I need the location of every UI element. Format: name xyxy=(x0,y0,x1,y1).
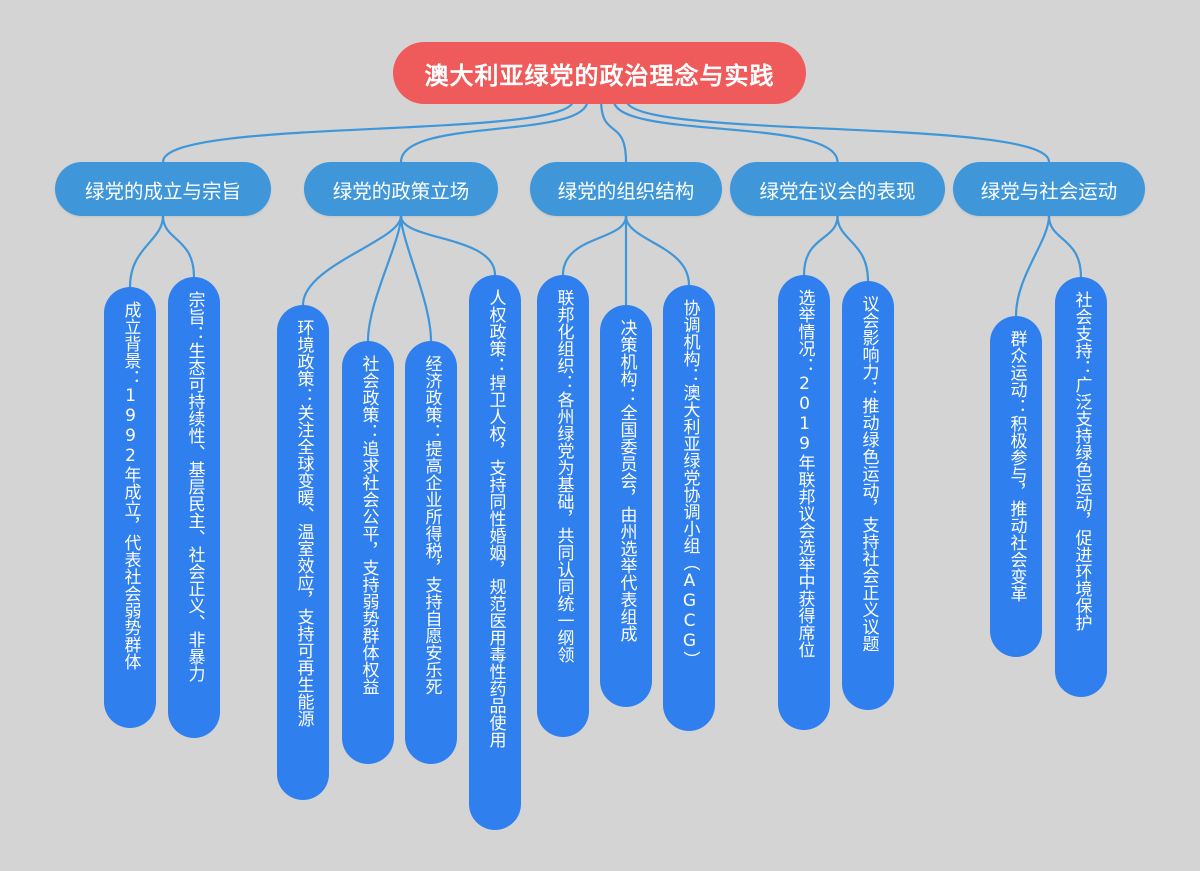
branch-policy-positions[interactable]: 绿党的政策立场 xyxy=(304,162,498,216)
root-to-branch-connector xyxy=(161,98,575,164)
leaf-text: 决策机构：全国委员会，由州选举代表组成 xyxy=(616,319,637,642)
leaf-text: 选举情况：2019年联邦议会选举中获得席位 xyxy=(794,289,815,658)
leaf-text: 宗旨：生态可持续性、基层民主、社会正义、非暴力 xyxy=(184,291,205,682)
leaf-decision-body[interactable]: 决策机构：全国委员会，由州选举代表组成 xyxy=(600,305,652,707)
root-to-branch-connector xyxy=(399,98,589,164)
branch-to-leaf-connector xyxy=(561,214,628,277)
branch-social-movements[interactable]: 绿党与社会运动 xyxy=(953,162,1145,216)
root-to-branch-connector xyxy=(612,98,839,164)
branch-label: 绿党的成立与宗旨 xyxy=(84,179,241,203)
leaf-social-policy[interactable]: 社会政策：追求社会公平，支持弱势群体权益 xyxy=(342,341,394,764)
branch-label: 绿党与社会运动 xyxy=(980,179,1118,203)
leaf-text: 议会影响力：推动绿色运动，支持社会正义议题 xyxy=(858,295,879,652)
branch-to-leaf-connector xyxy=(366,214,403,343)
branch-to-leaf-connector xyxy=(1014,214,1051,318)
branch-organization-structure[interactable]: 绿党的组织结构 xyxy=(530,162,722,216)
leaf-coordination-body[interactable]: 协调机构：澳大利亚绿党协调小组（AGCG） xyxy=(663,285,715,731)
branch-parliament-performance[interactable]: 绿党在议会的表现 xyxy=(730,162,945,216)
leaf-text: 联邦化组织：各州绿党为基础，共同认同统一纲领 xyxy=(553,289,574,663)
branch-label: 绿党的政策立场 xyxy=(332,179,470,203)
leaf-human-rights-policy[interactable]: 人权政策：捍卫人权，支持同性婚姻，规范医用毒性药品使用 xyxy=(469,275,521,830)
branch-to-leaf-connector xyxy=(399,214,497,277)
branch-to-leaf-connector xyxy=(161,214,196,279)
branch-to-leaf-connector xyxy=(128,214,165,289)
leaf-text: 群众运动：积极参与，推动社会变革 xyxy=(1006,330,1027,602)
branch-to-leaf-connector xyxy=(802,214,839,277)
branch-to-leaf-connector xyxy=(1047,214,1083,279)
branch-to-leaf-connector xyxy=(624,214,691,287)
leaf-federal-organization[interactable]: 联邦化组织：各州绿党为基础，共同认同统一纲领 xyxy=(537,275,589,737)
branch-founding-and-purpose[interactable]: 绿党的成立与宗旨 xyxy=(55,162,271,216)
leaf-economic-policy[interactable]: 经济政策：提高企业所得税，支持自愿安乐死 xyxy=(405,341,457,764)
branch-to-leaf-connector xyxy=(301,214,403,307)
leaf-text: 人权政策：捍卫人权，支持同性婚姻，规范医用毒性药品使用 xyxy=(485,289,506,748)
leaf-text: 协调机构：澳大利亚绿党协调小组（AGCG） xyxy=(679,299,700,668)
branch-label: 绿党在议会的表现 xyxy=(759,179,916,203)
leaf-text: 社会支持：广泛支持绿色运动，促进环境保护 xyxy=(1071,291,1092,631)
root-to-branch-connector xyxy=(599,98,628,164)
leaf-text: 成立背景：1992年成立，代表社会弱势群体 xyxy=(120,301,141,670)
root-to-branch-connector xyxy=(625,98,1051,164)
leaf-parliament-influence[interactable]: 议会影响力：推动绿色运动，支持社会正义议题 xyxy=(842,281,894,710)
leaf-election-results[interactable]: 选举情况：2019年联邦议会选举中获得席位 xyxy=(778,275,830,730)
leaf-social-support[interactable]: 社会支持：广泛支持绿色运动，促进环境保护 xyxy=(1055,277,1107,697)
leaf-environment-policy[interactable]: 环境政策：关注全球变暖、温室效应，支持可再生能源 xyxy=(277,305,329,800)
root-topic-label: 澳大利亚绿党的政治理念与实践 xyxy=(424,61,775,90)
leaf-founding-background[interactable]: 成立背景：1992年成立，代表社会弱势群体 xyxy=(104,287,156,728)
branch-label: 绿党的组织结构 xyxy=(557,179,695,203)
branch-to-leaf-connector xyxy=(836,214,870,283)
leaf-text: 环境政策：关注全球变暖、温室效应，支持可再生能源 xyxy=(293,319,314,727)
leaf-mass-movements[interactable]: 群众运动：积极参与，推动社会变革 xyxy=(990,316,1042,657)
branch-to-leaf-connector xyxy=(399,214,433,343)
leaf-purpose[interactable]: 宗旨：生态可持续性、基层民主、社会正义、非暴力 xyxy=(168,277,220,738)
leaf-text: 经济政策：提高企业所得税，支持自愿安乐死 xyxy=(421,355,442,695)
root-topic[interactable]: 澳大利亚绿党的政治理念与实践 xyxy=(393,42,806,104)
leaf-text: 社会政策：追求社会公平，支持弱势群体权益 xyxy=(358,355,379,695)
